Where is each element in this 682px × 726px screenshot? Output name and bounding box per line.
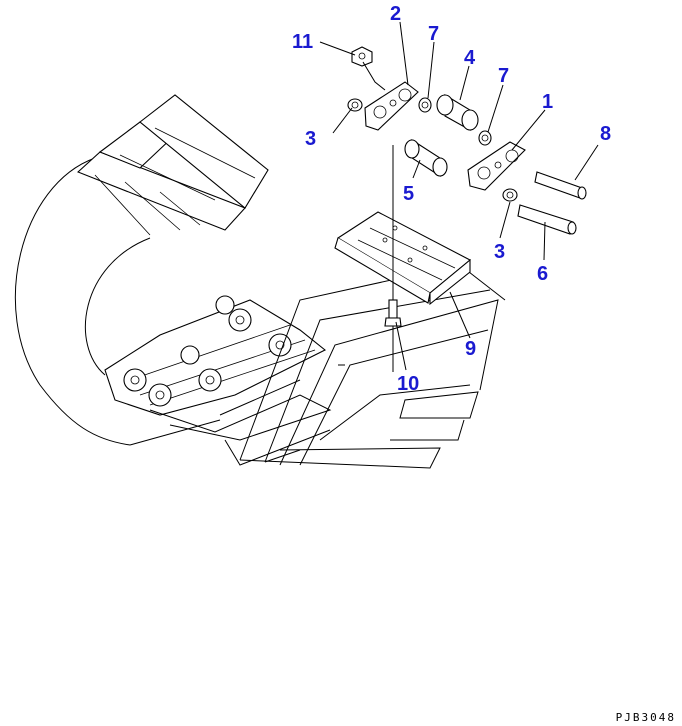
pin-8 [534, 171, 587, 200]
bushing-5 [404, 138, 448, 178]
callout-11: 11 [292, 31, 313, 53]
spacer-7-left [418, 97, 432, 113]
callout-6: 6 [537, 263, 548, 285]
callout-10: 10 [397, 373, 419, 395]
track-shoe-9 [334, 211, 471, 306]
bushing-4 [436, 94, 479, 131]
master-link-1 [467, 141, 526, 191]
callout-9: 9 [465, 338, 476, 360]
track-bolt-10 [384, 145, 402, 372]
pin-6 [517, 204, 577, 235]
nut-11 [351, 46, 373, 67]
exploded-view-outline [239, 264, 506, 469]
callout-7-right: 7 [498, 65, 509, 87]
seal-3-left [347, 98, 363, 112]
spacer-7-right [478, 130, 492, 146]
callout-2: 2 [390, 3, 401, 25]
leader-lines [319, 21, 599, 371]
master-link-2 [364, 81, 419, 131]
callout-7-left: 7 [428, 23, 439, 45]
callout-3-left: 3 [305, 128, 316, 150]
seal-3-right [502, 188, 518, 202]
callout-8: 8 [600, 123, 611, 145]
callout-5: 5 [403, 183, 414, 205]
callout-1: 1 [542, 91, 553, 113]
callout-4: 4 [464, 47, 476, 69]
drawing-code: PJB3048 [616, 711, 676, 724]
callouts: 11 2 7 4 7 1 3 8 5 3 6 9 10 [292, 3, 611, 395]
track-chain-assembly [14, 94, 332, 466]
callout-3-right: 3 [494, 241, 505, 263]
